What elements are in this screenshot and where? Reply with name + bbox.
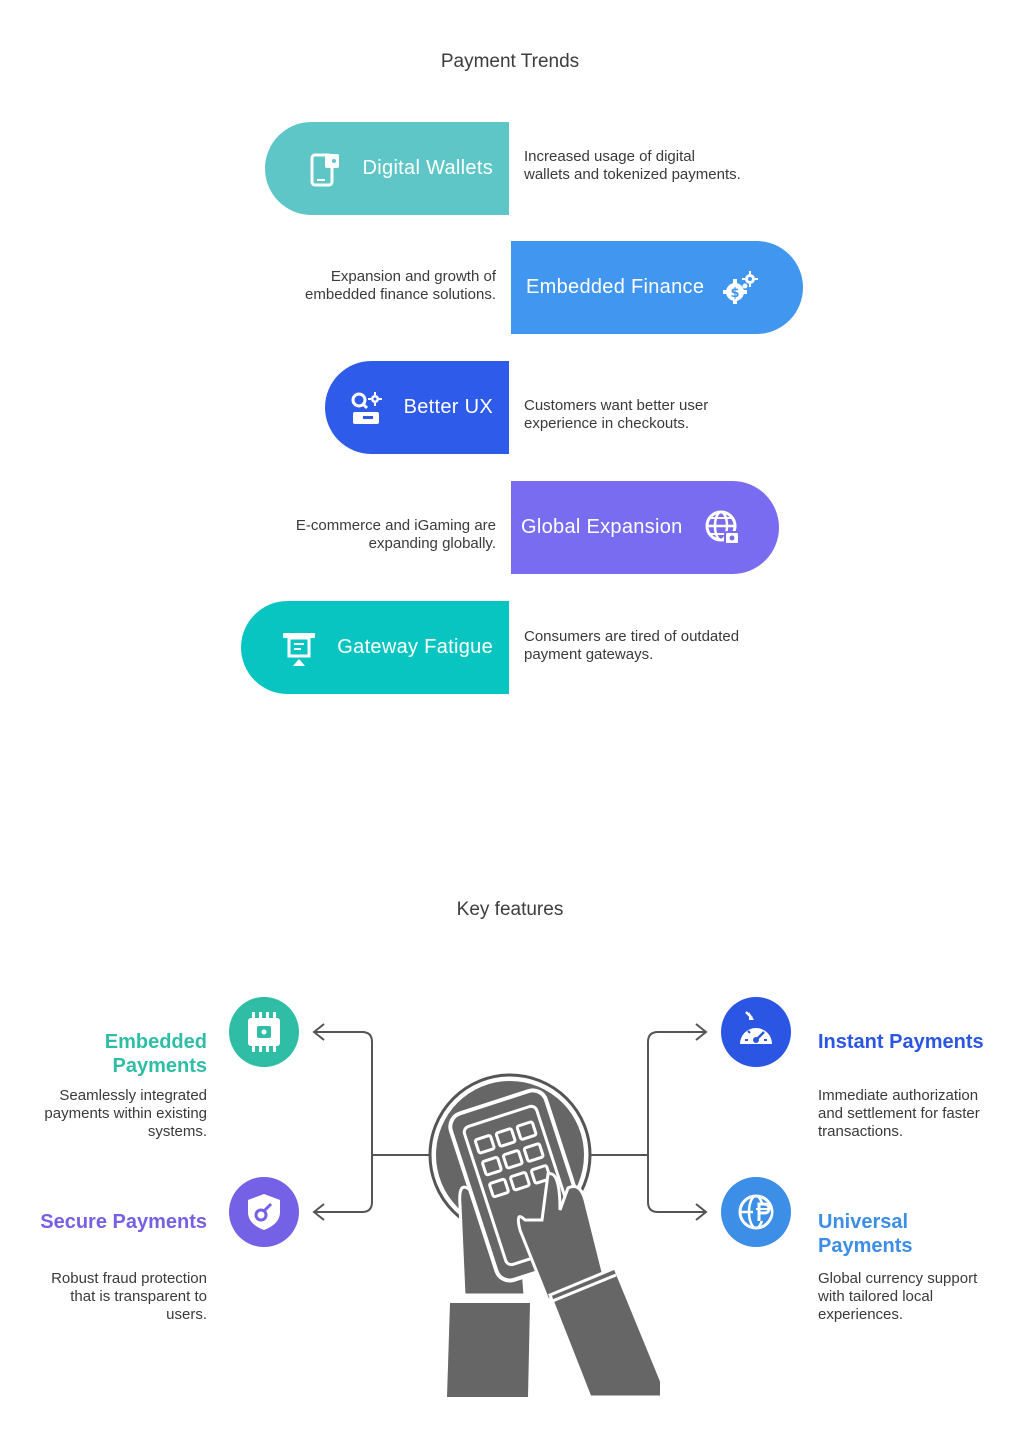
trend-description: Expansion and growth of embedded finance… <box>305 268 496 303</box>
hands-phone-icon <box>420 1070 671 1400</box>
trend-label: Digital Wallets <box>362 157 493 179</box>
feature-description: Global currency support with tailored lo… <box>818 1270 978 1323</box>
speedometer-icon <box>721 997 791 1067</box>
feature-title: Instant Payments <box>818 1031 984 1053</box>
features-title: Key features <box>456 899 564 920</box>
receipt-icon <box>279 628 319 668</box>
shield-key-icon <box>229 1177 299 1247</box>
globe-lock-icon <box>703 508 743 548</box>
feature-description: Immediate authorization and settlement f… <box>818 1087 980 1140</box>
trend-label: Gateway Fatigue <box>337 636 493 658</box>
trend-description: Customers want better user experience in… <box>524 397 709 432</box>
svg-text:$: $ <box>731 286 740 301</box>
trend-pill-gateway-fatigue: Gateway Fatigue <box>241 601 509 694</box>
trend-pill-global-expansion: Global Expansion <box>511 481 779 574</box>
feature-title: Universal Payments <box>818 1211 913 1257</box>
trend-label: Better UX <box>403 396 493 418</box>
trend-pill-embedded-finance: Embedded Finance $ <box>511 241 803 334</box>
trend-description: E-commerce and iGaming are expanding glo… <box>295 517 496 552</box>
feature-title: Embedded Payments <box>104 1031 207 1077</box>
trend-description: Increased usage of digital wallets and t… <box>524 148 741 183</box>
phone-wallet-icon <box>305 149 345 189</box>
globe-currency-icon <box>721 1177 791 1247</box>
chip-icon <box>229 997 299 1067</box>
user-settings-icon <box>346 388 386 428</box>
trend-label: Embedded Finance <box>526 276 705 298</box>
trend-description: Consumers are tired of outdated payment … <box>524 628 740 663</box>
gear-dollar-icon: $ <box>720 268 760 308</box>
feature-description: Seamlessly integrated payments within ex… <box>44 1087 207 1140</box>
feature-title: Secure Payments <box>40 1211 207 1233</box>
trend-label: Global Expansion <box>521 516 683 538</box>
trend-pill-digital-wallets: Digital Wallets <box>265 122 509 215</box>
feature-description: Robust fraud protection that is transpar… <box>51 1270 207 1323</box>
trends-title: Payment Trends <box>440 51 580 72</box>
trend-pill-better-ux: Better UX <box>325 361 509 454</box>
